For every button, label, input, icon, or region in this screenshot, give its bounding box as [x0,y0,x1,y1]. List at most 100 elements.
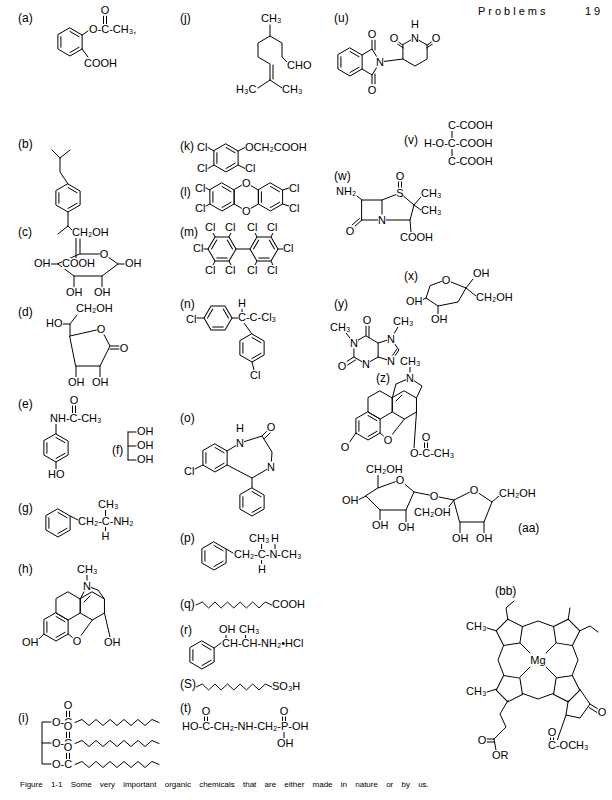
structure-letter: (z) [376,372,390,384]
structure-letter: (e) [18,398,33,410]
atom-label: O [470,485,479,496]
formula-text: Cl [267,222,277,233]
structure-letter: (u) [334,12,349,24]
structure-letter: (S) [180,678,196,690]
structure-letter: (m) [180,226,198,238]
formula-text: CH₃ [249,533,269,544]
atom-label: N [267,462,275,473]
formula-text: CH₃ [421,188,441,199]
atom-label: O [548,727,557,738]
bond-lines [208,148,245,169]
penicillin-structure [352,181,421,232]
atom-label: N [236,438,244,449]
benzene-ring [240,488,264,516]
benzene-ring [44,613,68,641]
formula-text: NH₂ [336,186,356,197]
bond-lines [352,181,421,232]
atom-label: O [64,721,73,732]
atom-label: Mg [530,655,545,666]
bond-lines [258,25,288,88]
formula-text: O-C [52,759,72,770]
structure-letter: (f) [112,444,123,456]
heroin-structure [349,367,428,448]
formula-text: CH₃ [466,621,486,632]
formula-text: Cl [205,265,215,276]
structure-letter: (v) [404,134,418,146]
structure-letter: (w) [334,170,351,182]
atom-label: O [101,5,110,16]
fatty-acid-structure [196,602,272,608]
formula-text: OH [398,522,415,533]
atom-label: N [378,215,386,226]
formula-text: OH [22,637,39,648]
formula-text: OCH₂COOH [245,142,307,153]
benzene-ring [44,434,68,462]
formula-text: HO [46,318,63,329]
bond-lines [38,575,110,641]
formula-text: COOH [400,232,433,243]
structure-letter: (x) [404,270,418,282]
formula-text: COOH [272,599,305,610]
formula-text: H [271,533,279,544]
atom-label: O [430,491,439,502]
formula-text: CH₃ [393,316,413,327]
formula-text: Cl [184,466,194,477]
citronellal-structure [258,25,288,88]
structure-letter: (n) [180,298,195,310]
glucose-structure [51,239,124,287]
carbon-chain [75,720,159,726]
atom-label: O [598,707,607,718]
formula-text: CH₂OH [499,488,536,499]
formula-text: SO₃H [272,681,300,692]
formula-text: Cl [289,183,299,194]
atom-label: N [406,373,414,384]
atom-label: O [73,636,82,647]
formula-text: OH [431,314,448,325]
benzene-ring [58,28,82,56]
formula-text: CH₃ [239,624,259,635]
atom-label: O [100,249,109,260]
structure-letter: (aa) [518,522,539,534]
atom-label: O [442,275,451,286]
benzene-ring [356,412,380,440]
bond-lines [128,432,136,460]
formula-text: H-O-C-COOH [424,138,492,149]
formula-text: HO [48,469,65,480]
atom-label: O [202,706,211,717]
ring [368,391,392,419]
carbon-chain [75,741,159,747]
structure-letter: (p) [180,532,195,544]
formula-text: Cl [195,203,205,214]
formula-text: Cl [267,265,277,276]
page-header: Problems [478,6,548,17]
formula-text: Cl [245,163,255,174]
formula-text: OH [104,637,121,648]
benzene-ring [240,334,264,362]
formula-text: OH [219,624,236,635]
formula-text: Cl [197,142,207,153]
formula-text: C-C-Cl₃ [238,312,276,323]
ddt-structure [197,300,264,370]
formula-text: Cl [197,163,207,174]
benzodiazepine-structure [195,430,272,516]
atom-label: O [70,395,79,406]
benzene-ring [247,231,282,267]
atom-label: O [368,85,377,96]
thalidomide-structure [338,38,433,84]
ring [80,592,104,620]
structure-letter: (l) [180,186,191,198]
structure-letter: (r) [180,624,192,636]
carbon-chain [75,762,159,768]
formula-text: CH₃ [400,356,420,367]
formula-text: H [102,531,110,542]
atom-label: O [478,735,487,746]
benzene-ring [46,509,70,537]
atom-label: O [242,206,251,217]
formula-text: H [258,564,266,575]
benzene-ring [202,542,226,570]
structure-letter: (h) [18,563,33,575]
glycerol-structure [128,432,136,460]
atom-label: O [338,361,347,372]
sucrose-structure [358,475,499,533]
